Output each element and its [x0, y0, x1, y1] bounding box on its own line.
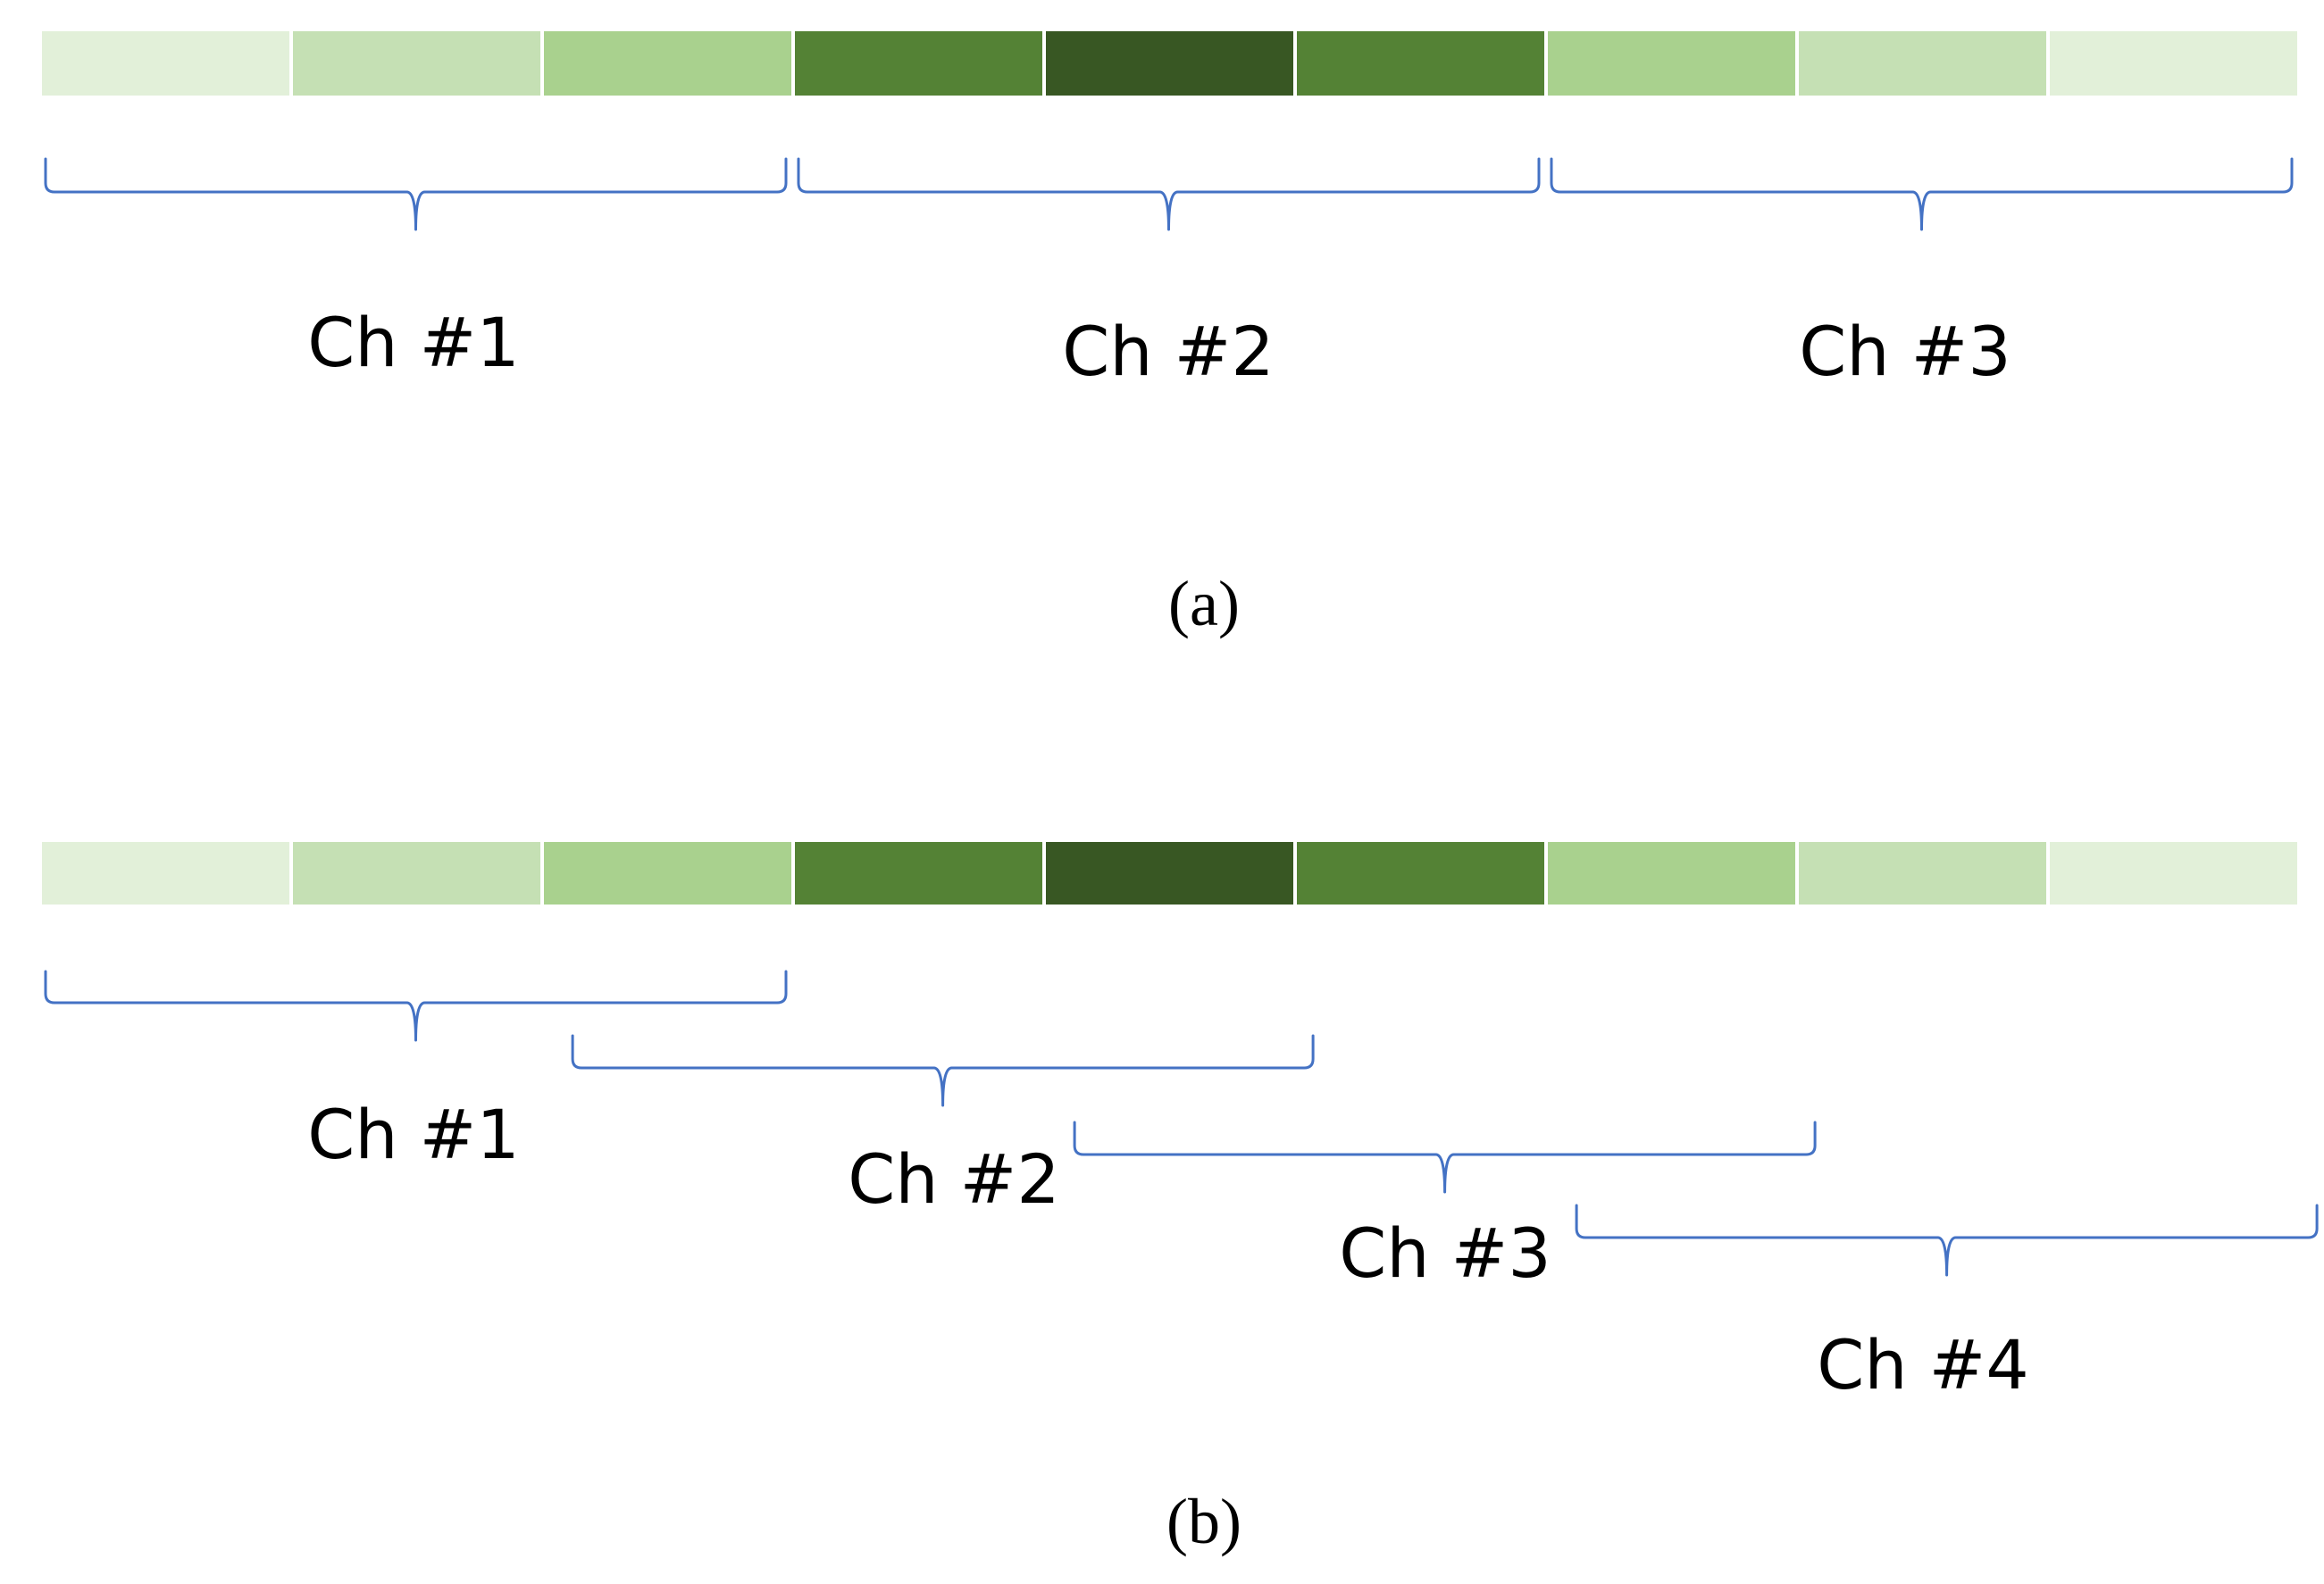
- signal-strip-b: [42, 842, 2297, 905]
- panel-b: Ch #1 Ch #2 Ch #3 Ch #4 (b): [42, 842, 2319, 1557]
- chunk-labels-a: Ch #1 Ch #2 Ch #3: [307, 303, 2011, 391]
- strip-segment-b-7: [1548, 842, 1795, 905]
- strip-segment-a-5: [1046, 31, 1293, 96]
- chunk-label-a-3: Ch #3: [1799, 312, 2011, 391]
- chunk-label-b-1: Ch #1: [307, 1095, 519, 1174]
- signal-strip-a: [42, 31, 2297, 96]
- strip-segment-a-8: [1799, 31, 2046, 96]
- strip-segment-a-3: [544, 31, 791, 96]
- strip-segment-b-8: [1799, 842, 2046, 905]
- chunk-brace-b-3: [1073, 1121, 1817, 1194]
- chunk-brace-b-4: [1575, 1204, 2319, 1277]
- chunk-braces-b: [44, 970, 2319, 1277]
- strip-segment-a-2: [293, 31, 540, 96]
- strip-segment-a-6: [1297, 31, 1544, 96]
- strip-segment-a-9: [2050, 31, 2297, 96]
- chunk-brace-b-1: [44, 970, 788, 1042]
- chunk-label-a-2: Ch #2: [1062, 312, 1274, 391]
- chunk-brace-a-2: [797, 157, 1541, 231]
- strip-segment-b-1: [42, 842, 289, 905]
- chunk-label-b-4: Ch #4: [1817, 1325, 2028, 1405]
- strip-segment-b-5: [1046, 842, 1293, 905]
- chunk-label-a-1: Ch #1: [307, 303, 519, 382]
- strip-segment-a-1: [42, 31, 289, 96]
- strip-segment-b-4: [795, 842, 1042, 905]
- caption-b: (b): [1166, 1486, 1241, 1557]
- strip-segment-b-9: [2050, 842, 2297, 905]
- strip-segment-b-6: [1297, 842, 1544, 905]
- chunk-brace-a-3: [1550, 157, 2294, 231]
- chunk-braces-a: [44, 157, 2294, 231]
- chunk-label-b-2: Ch #2: [848, 1139, 1059, 1219]
- caption-a: (a): [1168, 568, 1240, 639]
- chunk-labels-b: Ch #1 Ch #2 Ch #3 Ch #4: [307, 1095, 2028, 1405]
- strip-segment-a-7: [1548, 31, 1795, 96]
- chunk-label-b-3: Ch #3: [1339, 1213, 1551, 1293]
- strip-segment-b-3: [544, 842, 791, 905]
- strip-segment-a-4: [795, 31, 1042, 96]
- strip-segment-b-2: [293, 842, 540, 905]
- chunk-brace-a-1: [44, 157, 788, 231]
- chunk-brace-b-2: [571, 1034, 1315, 1107]
- panel-a: Ch #1 Ch #2 Ch #3 (a): [42, 31, 2297, 639]
